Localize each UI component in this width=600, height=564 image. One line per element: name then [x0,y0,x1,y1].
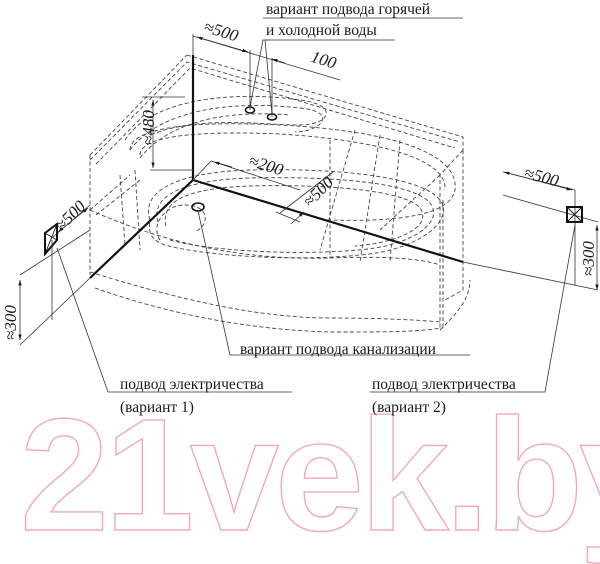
electric-2-label-line2: (вариант 2) [372,399,446,416]
dim-electric-2-height: ≈300 [579,241,598,276]
watermark-logo: 21vek.by [19,385,600,564]
drain-label: вариант подвода канализации [240,341,436,358]
bathtub-drawing [18,17,599,393]
water-supply-label-line1: вариант подвода горячей [266,1,431,18]
electric-1-label-line2: (вариант 1) [120,399,194,416]
electric-2-label-line1: подвод электричества [372,376,516,393]
electric-box-1 [44,222,58,257]
electric-box-2 [566,206,583,223]
dim-water-height: ≈480 [139,110,158,145]
electric-1-label-line1: подвод электричества [120,376,264,393]
dimension-lines [18,17,599,393]
drain-outlet [191,202,205,212]
dim-electric-1-height: ≈300 [1,305,20,340]
bathtub-axes [89,55,464,279]
bathtub-body-hidden-lines [89,54,471,333]
water-supply-label-line2: и холодной воды [266,22,377,39]
